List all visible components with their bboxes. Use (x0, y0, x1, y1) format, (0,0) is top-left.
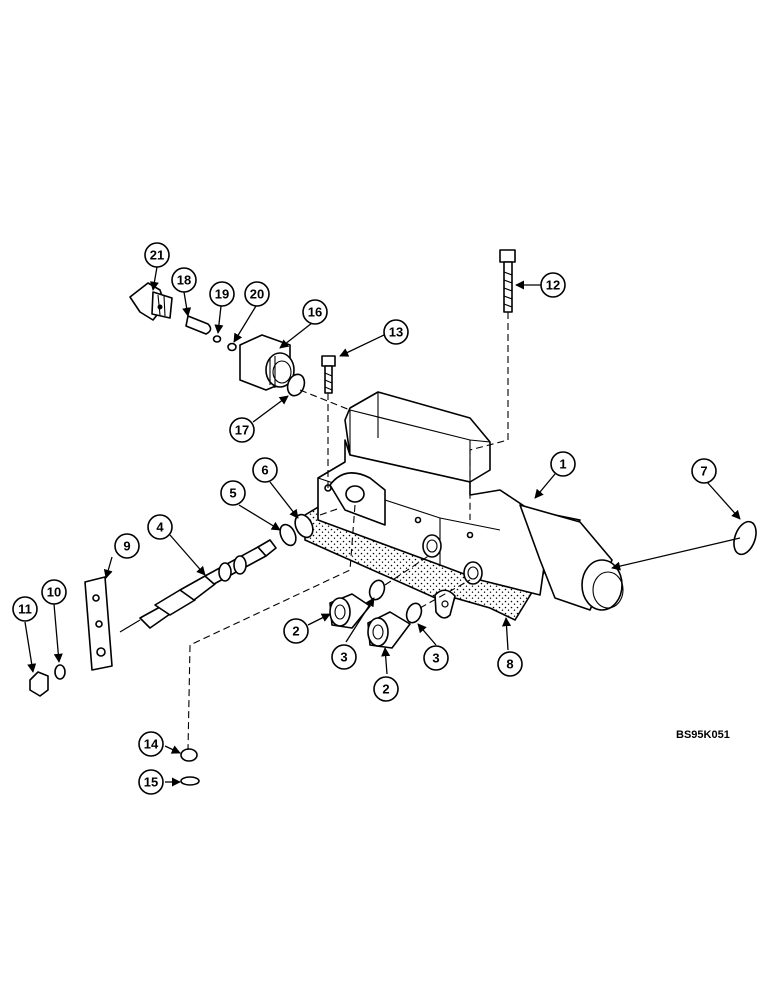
ring-part-5 (279, 523, 297, 547)
callout-2a: 2 (283, 618, 309, 644)
washer-part-15 (180, 776, 200, 786)
svg-text:21: 21 (150, 248, 164, 263)
assembly-line-ports (384, 554, 471, 609)
pin-part-18 (185, 315, 212, 335)
o-ring-part-19 (212, 335, 222, 343)
callout-11: 11 (12, 596, 38, 622)
spool-part-4 (119, 539, 277, 633)
ring-part-7 (733, 520, 757, 556)
svg-text:5: 5 (229, 486, 236, 501)
callout-15: 15 (138, 769, 164, 795)
seal-part-3-upper (368, 579, 386, 601)
plug-part-2-upper (329, 593, 371, 629)
callout-19: 19 (209, 281, 235, 307)
svg-text:7: 7 (700, 464, 707, 479)
long-bolt-part-12 (499, 249, 516, 313)
nut-part-11 (29, 671, 49, 697)
washer-part-14 (180, 748, 198, 762)
callout-3a: 3 (331, 644, 357, 670)
svg-text:12: 12 (546, 278, 560, 293)
svg-text:1: 1 (559, 457, 566, 472)
callout-3b: 3 (423, 645, 449, 671)
ring-part-20 (227, 342, 237, 352)
svg-text:15: 15 (144, 775, 158, 790)
svg-text:4: 4 (156, 520, 164, 535)
callout-1: 1 (550, 451, 576, 477)
callout-9: 9 (114, 533, 140, 559)
svg-text:3: 3 (432, 651, 439, 666)
svg-text:8: 8 (506, 657, 513, 672)
assembly-line-spool (319, 507, 341, 516)
callout-7: 7 (691, 458, 717, 484)
callout-6: 6 (252, 457, 278, 483)
callout-4: 4 (147, 514, 173, 540)
plug-part-2-lower (367, 611, 411, 649)
assembly-line-plug-16 (299, 389, 351, 411)
figure-code: BS95K051 (676, 729, 730, 741)
svg-text:18: 18 (177, 273, 191, 288)
svg-text:2: 2 (382, 682, 389, 697)
svg-text:6: 6 (261, 463, 268, 478)
callout-16: 16 (302, 299, 328, 325)
svg-text:14: 14 (144, 737, 159, 752)
callout-8: 8 (497, 651, 523, 677)
callout-20: 20 (244, 281, 270, 307)
svg-text:11: 11 (18, 602, 32, 617)
svg-text:16: 16 (308, 305, 322, 320)
leader-lines (24, 266, 741, 787)
svg-text:9: 9 (123, 539, 130, 554)
callout-14: 14 (138, 731, 164, 757)
valve-body-part-1 (317, 391, 624, 611)
callout-12: 12 (540, 272, 566, 298)
callout-21: 21 (144, 242, 170, 268)
washer-part-10 (54, 664, 66, 680)
svg-text:3: 3 (340, 650, 347, 665)
callout-10: 10 (41, 579, 67, 605)
svg-text:19: 19 (215, 287, 229, 302)
svg-text:10: 10 (47, 585, 61, 600)
callout-18: 18 (171, 267, 197, 293)
svg-text:2: 2 (292, 624, 299, 639)
seal-part-3-lower (405, 602, 423, 624)
callout-2b: 2 (373, 676, 399, 702)
short-bolt-part-13 (321, 355, 336, 394)
ring-part-6 (294, 513, 314, 539)
svg-text:20: 20 (250, 287, 264, 302)
callout-17: 17 (229, 417, 255, 443)
plate-part-9 (84, 576, 113, 671)
svg-text:13: 13 (389, 325, 403, 340)
callout-5: 5 (220, 480, 246, 506)
svg-text:17: 17 (235, 423, 249, 438)
callout-13: 13 (383, 319, 409, 345)
assembly-line-bolt-12 (469, 312, 509, 520)
fitting-part-21 (129, 282, 173, 321)
